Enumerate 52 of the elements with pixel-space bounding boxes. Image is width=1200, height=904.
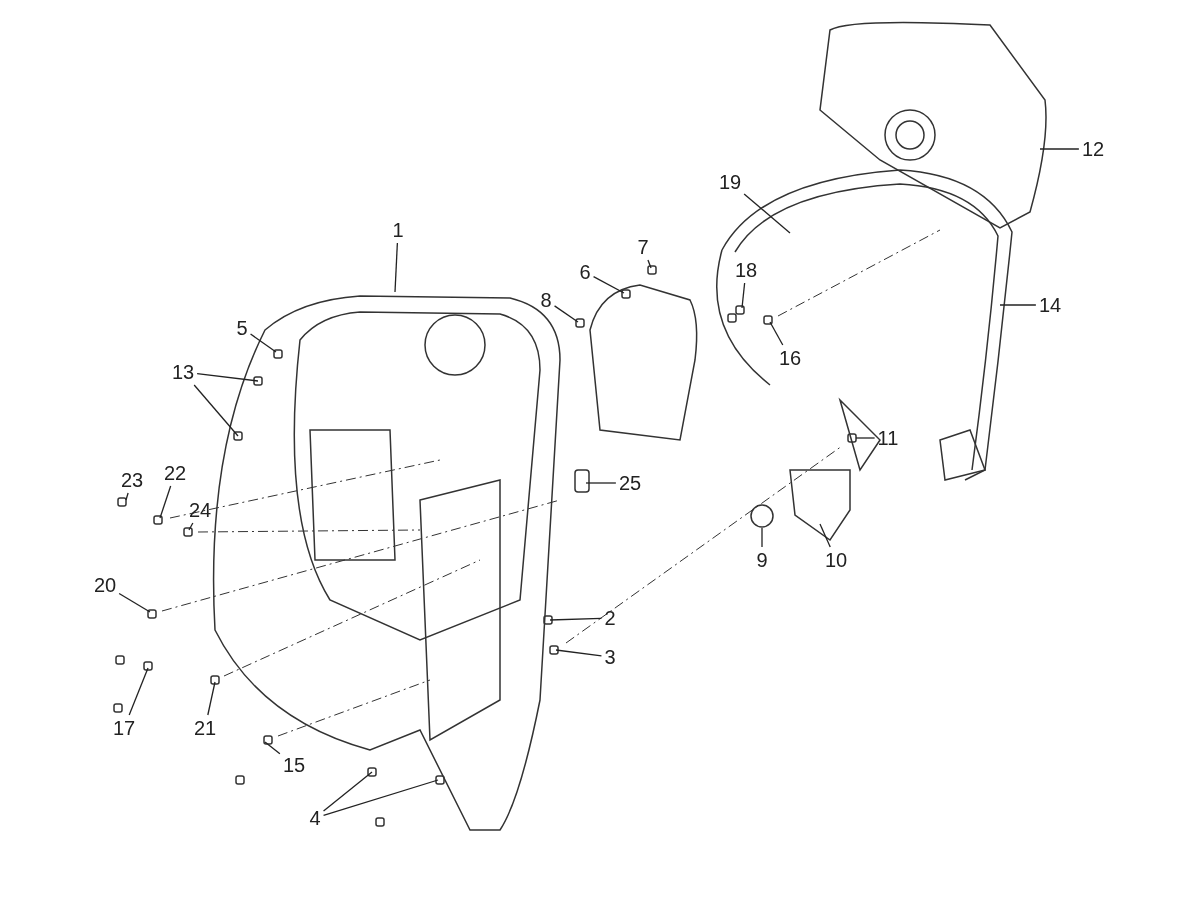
callout-number: 20 xyxy=(92,574,118,596)
leader-line xyxy=(855,437,876,439)
callout-number: 25 xyxy=(617,472,643,494)
callout-number: 8 xyxy=(539,289,553,311)
callout-number: 19 xyxy=(717,171,743,193)
leader-line xyxy=(193,384,239,437)
leader-line xyxy=(549,617,603,621)
callout-number: 4 xyxy=(308,807,322,829)
leader-line xyxy=(761,527,763,548)
leader-line xyxy=(553,305,579,323)
leader-line xyxy=(819,523,831,548)
leader-line xyxy=(585,482,617,484)
callout-number: 1 xyxy=(391,219,405,241)
leader-line xyxy=(159,485,172,519)
callout-number: 11 xyxy=(876,427,900,449)
callout-number: 21 xyxy=(192,717,218,739)
leader-line xyxy=(125,492,129,501)
callout-number: 9 xyxy=(755,549,769,571)
leader-line xyxy=(741,282,746,309)
leader-line xyxy=(196,373,259,382)
leader-line xyxy=(188,522,194,531)
leader-line xyxy=(1039,148,1080,150)
leader-line xyxy=(322,779,439,816)
callout-number: 12 xyxy=(1080,138,1106,160)
leader-line xyxy=(322,771,373,812)
callout-number: 16 xyxy=(777,347,803,369)
leader-line xyxy=(647,259,652,269)
leader-line xyxy=(207,681,216,716)
leader-line xyxy=(394,242,398,293)
callout-number: 10 xyxy=(823,549,849,571)
callout-number: 5 xyxy=(235,317,249,339)
callout-number: 23 xyxy=(119,469,145,491)
leader-line xyxy=(769,321,784,346)
leader-line xyxy=(555,649,603,657)
leader-line xyxy=(128,667,149,716)
callout-number: 2 xyxy=(603,607,617,629)
callout-number: 13 xyxy=(170,361,196,383)
leader-line xyxy=(743,193,791,234)
callout-number: 15 xyxy=(281,754,307,776)
callout-number: 6 xyxy=(578,261,592,283)
callout-number: 18 xyxy=(733,259,759,281)
callout-number: 17 xyxy=(111,717,137,739)
callout-number: 22 xyxy=(162,462,188,484)
callout-number: 14 xyxy=(1037,294,1063,316)
callout-number: 7 xyxy=(636,236,650,258)
leader-line xyxy=(999,304,1037,306)
callout-number: 3 xyxy=(603,646,617,668)
leader-line xyxy=(118,592,151,613)
callout-number: 24 xyxy=(187,499,213,521)
leader-line xyxy=(249,333,277,353)
leader-line xyxy=(264,741,281,755)
leader-line xyxy=(592,275,625,294)
